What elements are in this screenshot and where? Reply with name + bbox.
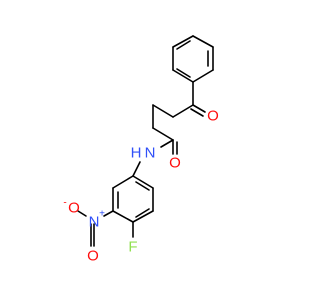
bond	[190, 108, 204, 117]
bond	[112, 210, 134, 223]
charge-n-nitro: +	[99, 209, 105, 220]
carbon-chain	[132, 81, 206, 177]
molecule-structure: O O N H N + O O - F	[63, 35, 219, 265]
bond	[176, 68, 191, 78]
bond	[192, 69, 214, 83]
atom-o-amide: O	[169, 155, 181, 172]
atom-n-nitro: N	[89, 214, 100, 231]
fluoronitrophenyl-ring	[112, 175, 154, 223]
bond	[172, 35, 194, 48]
bond	[132, 161, 141, 177]
bond	[192, 35, 214, 48]
bond	[152, 104, 174, 118]
bond	[112, 175, 134, 189]
atom-fluorine: F	[128, 239, 137, 256]
bond	[192, 104, 206, 113]
molecule-canvas: O O N H N + O O - F	[63, 35, 219, 265]
bond	[77, 210, 87, 217]
bond	[152, 127, 174, 141]
bond	[132, 210, 154, 223]
atom-o-nitro-bottom: O	[87, 248, 99, 265]
atom-n-amide: N	[145, 145, 156, 162]
bond	[103, 210, 114, 217]
bond	[132, 175, 154, 189]
bond	[135, 208, 150, 218]
charge-o-nitro: -	[63, 198, 66, 209]
bond	[135, 181, 150, 191]
bond	[160, 139, 174, 148]
atom-o-nitro-left: O	[68, 200, 80, 217]
atom-h-amide: H	[131, 145, 142, 162]
atom-o-ketone: O	[207, 108, 219, 125]
bond	[176, 40, 191, 50]
bond	[172, 104, 194, 118]
phenyl-ring	[172, 35, 214, 83]
bond	[172, 69, 194, 83]
